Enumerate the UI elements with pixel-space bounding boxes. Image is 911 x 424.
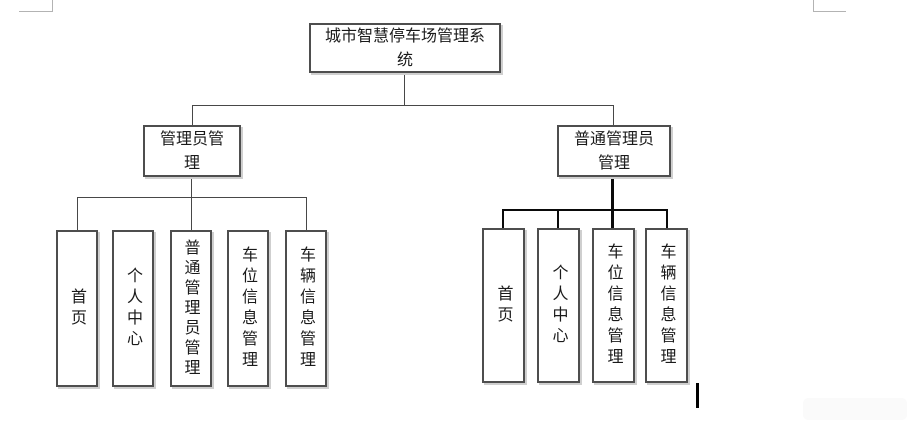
margin-mark-top-right-vertical [813, 0, 814, 11]
leaf-vehicle-info-admin[interactable]: 车辆信息管理 [285, 230, 327, 387]
leaf-vehicle-info-ordinary[interactable]: 车辆信息管理 [645, 228, 688, 383]
leaf-personal-center-admin[interactable]: 个人中心 [112, 230, 154, 387]
leaf-home-ordinary[interactable]: 首页 [482, 228, 525, 383]
connector-left-branch-stub-home [77, 197, 78, 230]
node-root-label: 城市智慧停车场管理系统 [324, 26, 485, 69]
leaf-personal-center-ordinary-label: 个人中心 [549, 263, 569, 348]
leaf-parking-space-info-admin[interactable]: 车位信息管理 [227, 230, 269, 387]
connector-right-branch-stub-personal [557, 209, 559, 228]
leaf-ordinary-admin-mgmt[interactable]: 普通管理员管理 [170, 230, 212, 387]
node-ordinary-admin-management[interactable]: 普通管理员管理 [557, 125, 671, 177]
bottom-right-artifact [803, 398, 907, 420]
connector-root-horizontal [192, 105, 614, 106]
node-ordinary-admin-management-label: 普通管理员管理 [573, 129, 654, 172]
leaf-parking-space-info-ordinary-label: 车位信息管理 [604, 242, 624, 369]
connector-right-branch-stub-vehicle [666, 209, 668, 228]
leaf-vehicle-info-ordinary-label: 车辆信息管理 [657, 242, 677, 369]
connector-right-branch-stub-home [502, 209, 504, 228]
connector-left-branch-stub-vehicle [306, 197, 307, 230]
leaf-home-admin[interactable]: 首页 [56, 230, 98, 387]
connector-root-vertical [404, 73, 405, 105]
node-admin-management-label: 管理员管理 [159, 129, 224, 172]
connector-left-branch-horizontal [77, 197, 307, 198]
leaf-parking-space-info-admin-label: 车位信息管理 [239, 245, 258, 372]
connector-right-branch-horizontal [502, 209, 668, 211]
node-root-system[interactable]: 城市智慧停车场管理系统 [309, 23, 501, 73]
margin-mark-top-right-horizontal [813, 11, 846, 12]
leaf-ordinary-admin-mgmt-label: 普通管理员管理 [181, 238, 201, 379]
connector-right-branch-center [611, 177, 614, 228]
leaf-personal-center-ordinary[interactable]: 个人中心 [537, 228, 580, 383]
connector-left-branch-center [191, 177, 192, 230]
leaf-home-ordinary-label: 首页 [494, 284, 514, 327]
leaf-parking-space-info-ordinary[interactable]: 车位信息管理 [592, 228, 635, 383]
leaf-home-admin-label: 首页 [68, 287, 87, 330]
text-cursor [696, 383, 699, 408]
connector-root-stub-right [613, 105, 614, 125]
node-admin-management[interactable]: 管理员管理 [143, 125, 241, 177]
leaf-personal-center-admin-label: 个人中心 [124, 266, 143, 351]
connector-root-stub-left [192, 105, 193, 125]
margin-mark-top-left-horizontal [19, 11, 53, 12]
margin-mark-top-left-vertical [52, 0, 53, 11]
leaf-vehicle-info-admin-label: 车辆信息管理 [297, 245, 316, 372]
